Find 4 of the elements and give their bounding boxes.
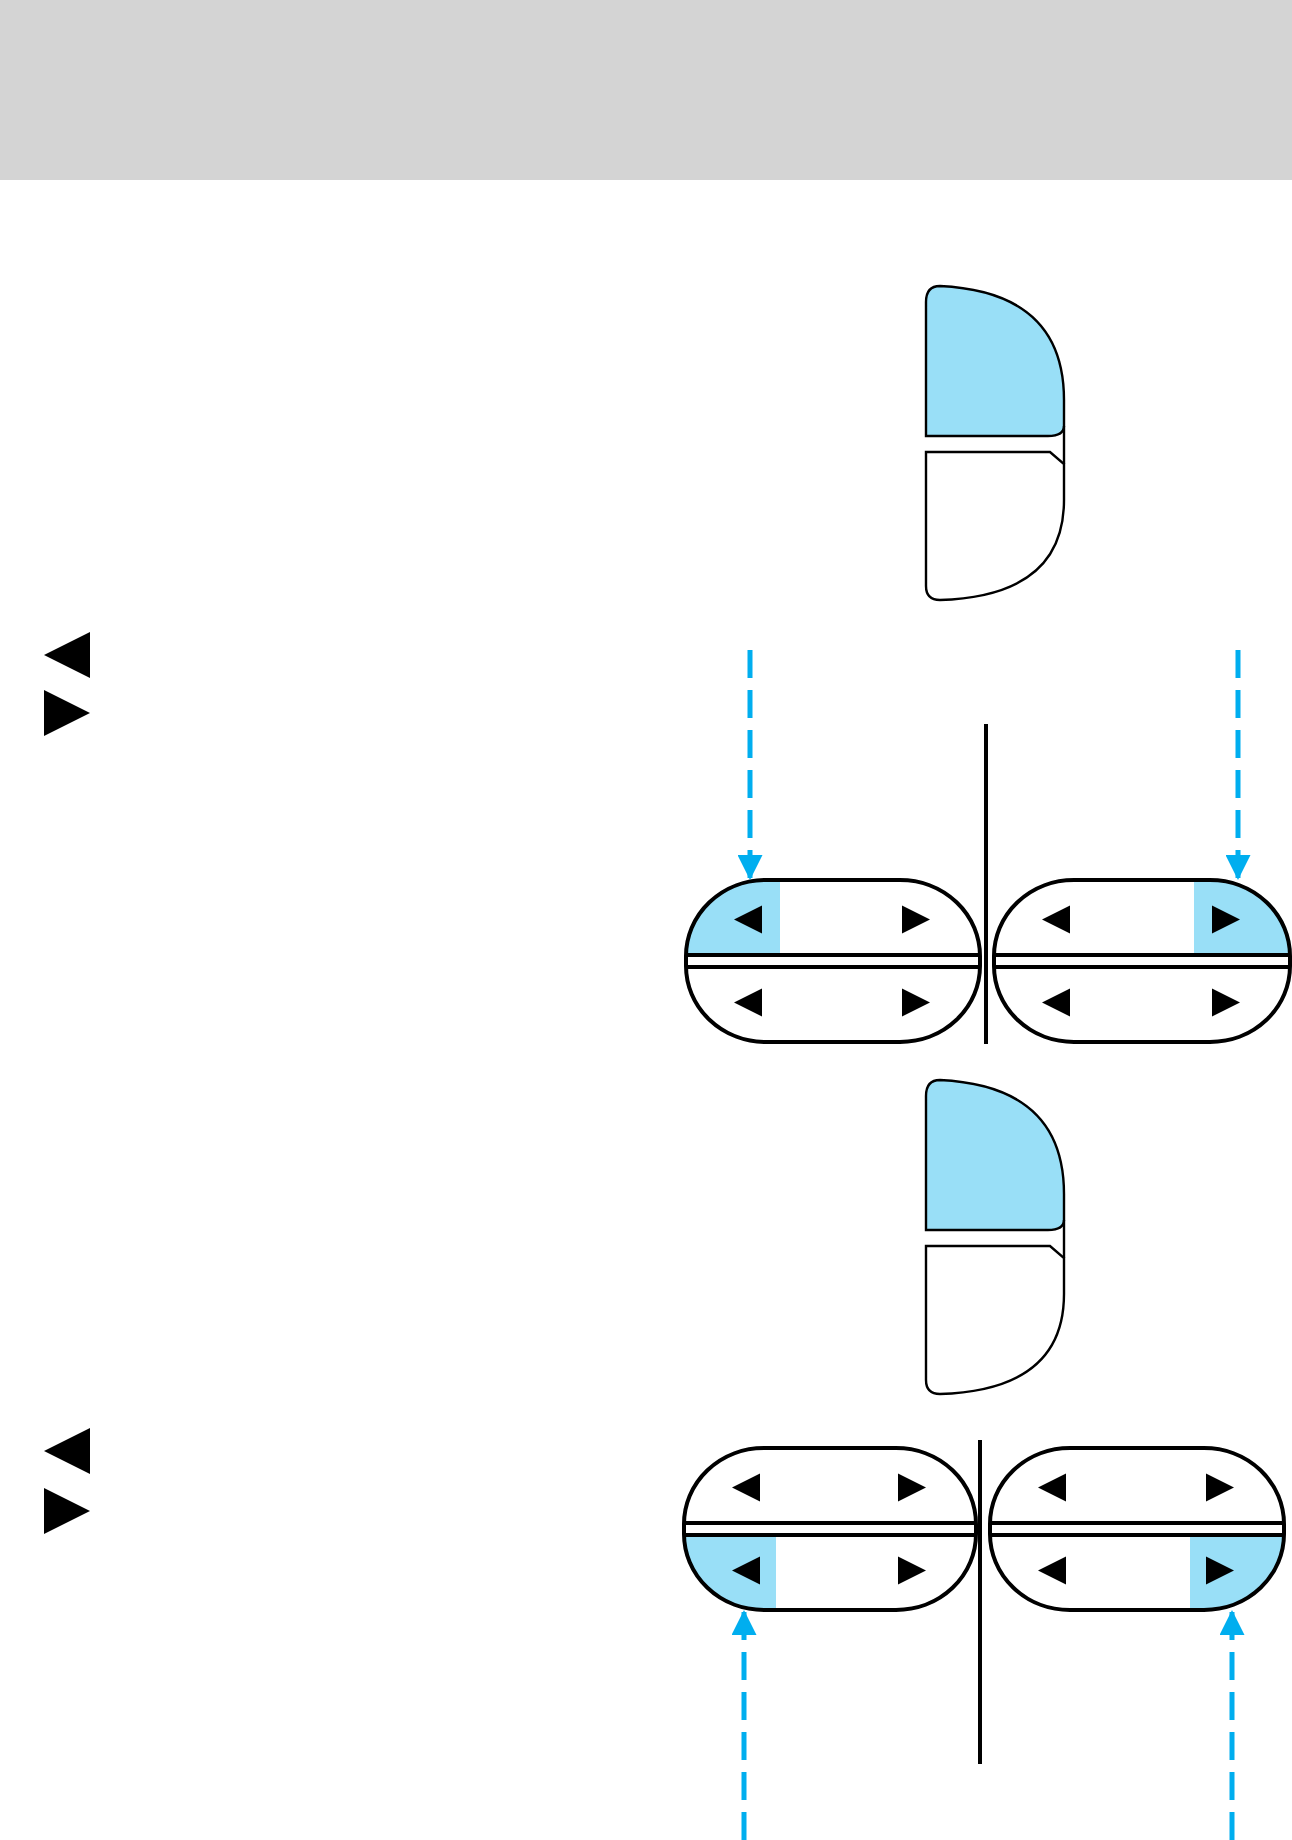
arrow (1219, 1610, 1245, 1840)
arrow (737, 650, 763, 880)
arrow (1225, 650, 1251, 880)
arrow (731, 1610, 757, 1840)
